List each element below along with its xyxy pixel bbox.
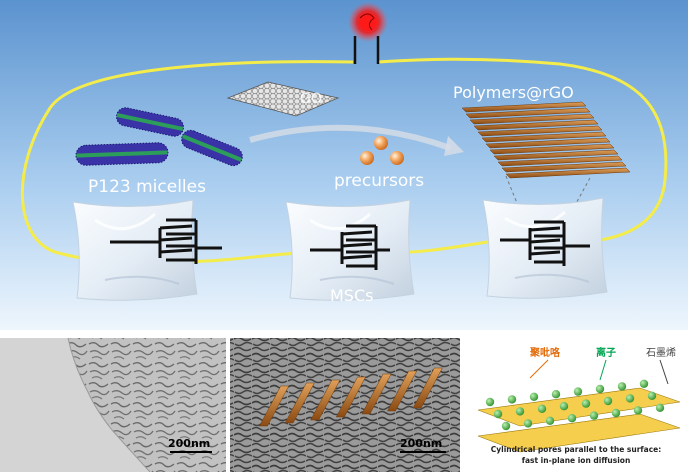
polymer-rgo-rods <box>461 101 631 179</box>
polypyrrole-rod <box>361 373 392 415</box>
polymer-rod <box>501 161 627 173</box>
micelle-3 <box>181 129 243 167</box>
label-pointer <box>599 359 607 381</box>
polymer-rod <box>505 167 631 179</box>
tem-image-1 <box>0 337 226 472</box>
scale-bar-label-1: 200nm <box>168 437 210 450</box>
scale-bar-label-2: 200nm <box>400 437 442 450</box>
ion-sphere <box>507 395 517 404</box>
ion-sphere <box>655 403 665 412</box>
ion-diffusion-schematic <box>259 367 681 453</box>
ion-sphere <box>515 407 525 416</box>
label-polymers-rgo: Polymers@rGO <box>453 83 574 102</box>
ion-sphere <box>581 399 591 408</box>
ion-sphere <box>617 382 627 391</box>
circuit-wire <box>21 57 668 264</box>
ion-sphere <box>523 419 533 428</box>
label-mscs: MSCs <box>330 286 373 305</box>
polypyrrole-rod <box>335 376 366 418</box>
polymer-rod <box>469 113 595 125</box>
ion-sphere <box>551 390 561 399</box>
ion-sphere <box>633 406 643 415</box>
polymer-rod <box>485 137 611 149</box>
polypyrrole-rod <box>259 385 290 427</box>
ion-sphere <box>501 421 511 431</box>
polymer-rod <box>481 131 607 143</box>
ion-sphere <box>545 416 555 425</box>
polypyrrole-rod <box>284 382 315 424</box>
label-polypyrrole: 聚吡咯 <box>529 346 561 359</box>
polypyrrole-rod <box>412 367 443 409</box>
polymer-rod <box>477 125 603 137</box>
ion-sphere <box>595 384 605 394</box>
label-p123-micelles: P123 micelles <box>88 177 206 197</box>
label-go: GO <box>300 91 322 107</box>
ion-sphere <box>639 379 649 388</box>
led-bulb <box>348 2 388 64</box>
device-1 <box>72 199 198 301</box>
ion-sphere <box>589 411 599 420</box>
polymer-rod <box>473 119 599 131</box>
ion-sphere <box>647 391 657 400</box>
polymer-rod <box>489 143 615 155</box>
interdigital-electrode <box>310 224 390 270</box>
label-precursors: precursors <box>334 171 424 191</box>
ion-sphere <box>537 404 547 413</box>
polymer-rod <box>461 101 587 113</box>
schematic-caption-line-2: fast in-plane ion diffusion <box>522 456 631 465</box>
ion-sphere <box>493 409 503 419</box>
label-pointer <box>529 359 549 379</box>
ion-sphere <box>485 397 495 407</box>
interdigital-electrode <box>500 220 590 266</box>
polypyrrole-rod <box>387 370 418 412</box>
ion-sphere <box>603 396 613 406</box>
ion-sphere <box>559 402 569 411</box>
schematic-caption-line-1: Cylindrical pores parallel to the surfac… <box>491 445 662 454</box>
ion-sphere <box>573 387 583 396</box>
polypyrrole-rod <box>310 379 341 421</box>
ion-sphere <box>611 408 621 418</box>
label-pointer <box>659 359 669 385</box>
process-arrow <box>249 124 452 151</box>
process-arrow-head <box>444 136 464 156</box>
polymer-rod <box>497 155 623 167</box>
ion-sphere <box>567 414 577 423</box>
precursor-particle <box>390 151 404 165</box>
ion-sphere <box>529 392 539 401</box>
precursor-particle <box>360 151 374 165</box>
graphene-oxide-sheet <box>226 81 340 117</box>
ion-sphere <box>625 394 635 403</box>
panel-separator <box>0 330 688 338</box>
interdigital-electrode <box>110 218 222 264</box>
micelle-2 <box>75 142 169 166</box>
precursor-particle <box>374 136 388 150</box>
label-ions: 离子 <box>596 346 616 359</box>
polymer-rod <box>465 107 591 119</box>
label-graphene: 石墨烯 <box>646 346 676 359</box>
graphene-layer <box>477 413 681 453</box>
polymer-rod <box>493 149 619 161</box>
micelle-1 <box>116 107 184 137</box>
device-2 <box>285 199 415 301</box>
